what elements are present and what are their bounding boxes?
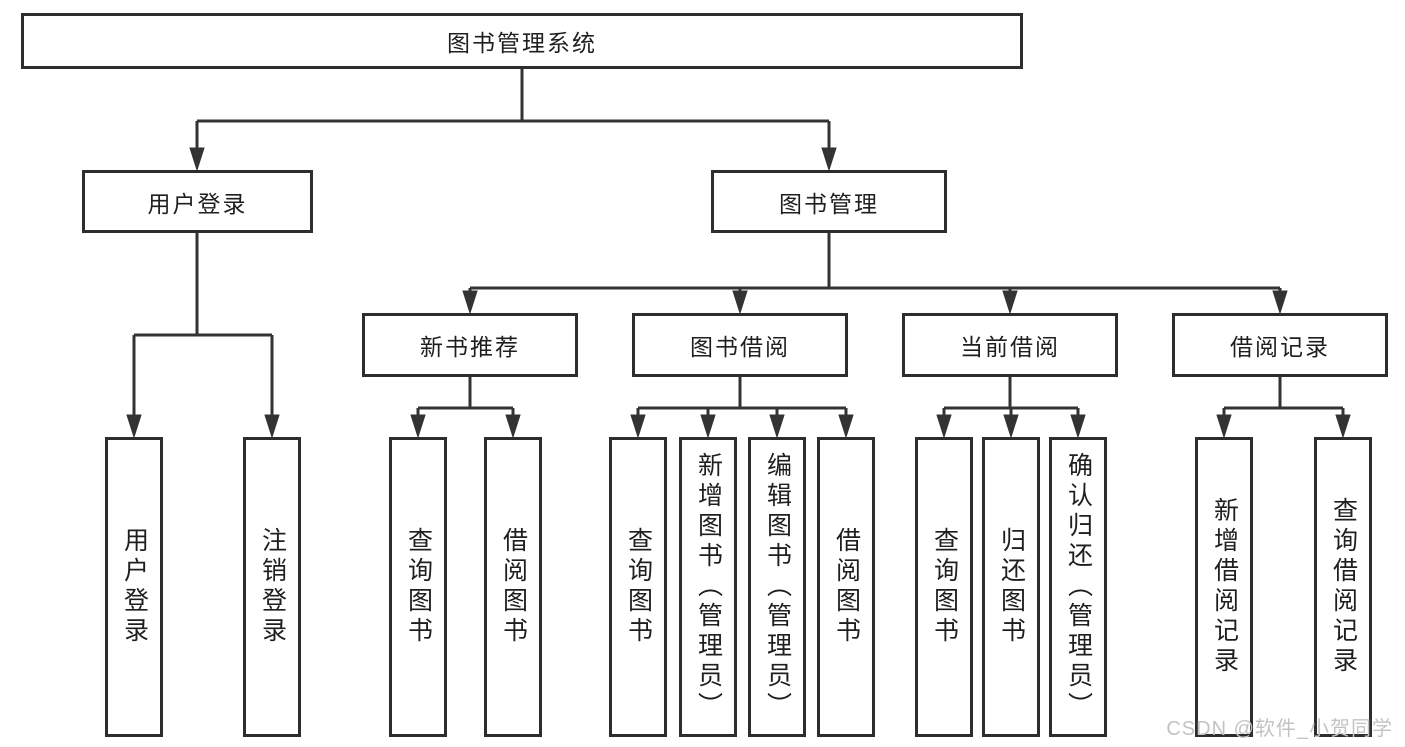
leaf-label: 查询图书 — [404, 527, 433, 647]
leaf-current-query-books: 查询图书 — [915, 437, 973, 737]
arrowhead-down-icon — [1003, 414, 1019, 439]
arrowhead-down-icon — [264, 414, 280, 439]
leaf-label: 归还图书 — [997, 527, 1026, 647]
leaf-label: 查询图书 — [624, 527, 653, 647]
leaf-label: 查询图书 — [930, 527, 959, 647]
connector-root-to-level2 — [189, 69, 837, 172]
arrowhead-down-icon — [838, 414, 854, 439]
connector-records-to-leaves — [1216, 377, 1351, 439]
arrowhead-down-icon — [1272, 290, 1288, 315]
node-label: 新书推荐 — [420, 334, 520, 360]
arrowhead-down-icon — [505, 414, 521, 439]
arrowhead-down-icon — [700, 414, 716, 439]
connector-borrow-to-leaves — [630, 377, 854, 439]
leaf-current-return-books: 归还图书 — [982, 437, 1040, 737]
leaf-label: 新增借阅记录 — [1210, 497, 1239, 677]
connector-newbook-to-leaves — [410, 377, 521, 439]
leaf-label: 查询借阅记录 — [1329, 497, 1358, 677]
node-label: 借阅记录 — [1230, 334, 1330, 360]
node-label: 图书管理系统 — [447, 30, 597, 56]
leaf-newbook-borrow-books: 借阅图书 — [484, 437, 542, 737]
node-user-login: 用户登录 — [82, 170, 313, 233]
leaf-borrow-query-books: 查询图书 — [609, 437, 667, 737]
leaf-records-query-record: 查询借阅记录 — [1314, 437, 1372, 737]
arrowhead-down-icon — [410, 414, 426, 439]
arrowhead-down-icon — [189, 147, 205, 172]
arrowhead-down-icon — [936, 414, 952, 439]
leaf-label: 编辑图书（管理员） — [763, 452, 792, 722]
arrowhead-down-icon — [1002, 290, 1018, 315]
arrowhead-down-icon — [821, 147, 837, 172]
arrowhead-down-icon — [462, 290, 478, 315]
arrowhead-down-icon — [1070, 414, 1086, 439]
leaf-label: 注销登录 — [258, 527, 287, 647]
node-label: 当前借阅 — [960, 334, 1060, 360]
connector-fill-group — [126, 69, 1351, 439]
leaf-label: 确认归还（管理员） — [1064, 452, 1093, 722]
leaf-borrow-add-books-admin: 新增图书（管理员） — [679, 437, 737, 737]
leaf-borrow-edit-books-admin: 编辑图书（管理员） — [748, 437, 806, 737]
leaf-label: 用户登录 — [120, 527, 149, 647]
connector-login-to-leaves — [126, 233, 280, 439]
node-new-book-recommend: 新书推荐 — [362, 313, 578, 377]
arrowhead-down-icon — [769, 414, 785, 439]
arrowhead-down-icon — [630, 414, 646, 439]
leaf-user-login: 用户登录 — [105, 437, 163, 737]
leaf-label: 新增图书（管理员） — [694, 452, 723, 722]
arrowhead-down-icon — [732, 290, 748, 315]
leaf-borrow-borrow-books: 借阅图书 — [817, 437, 875, 737]
node-book-management: 图书管理 — [711, 170, 947, 233]
node-label: 用户登录 — [147, 190, 248, 217]
connector-current-to-leaves — [936, 377, 1086, 439]
node-book-borrow: 图书借阅 — [632, 313, 848, 377]
node-borrow-records: 借阅记录 — [1172, 313, 1388, 377]
arrowhead-down-icon — [1335, 414, 1351, 439]
leaf-records-add-record: 新增借阅记录 — [1195, 437, 1253, 737]
connector-stroke-group — [126, 69, 1351, 439]
node-label: 图书管理 — [779, 190, 879, 217]
leaf-logout-login: 注销登录 — [243, 437, 301, 737]
arrowhead-down-icon — [1216, 414, 1232, 439]
leaf-current-confirm-return-admin: 确认归还（管理员） — [1049, 437, 1107, 737]
arrowhead-down-icon — [126, 414, 142, 439]
node-label: 图书借阅 — [690, 334, 790, 360]
leaf-label: 借阅图书 — [499, 527, 528, 647]
leaf-newbook-query-books: 查询图书 — [389, 437, 447, 737]
leaf-label: 借阅图书 — [832, 527, 861, 647]
connector-mgmt-to-level3 — [462, 233, 1288, 315]
node-library-system: 图书管理系统 — [21, 13, 1023, 69]
node-current-borrow: 当前借阅 — [902, 313, 1118, 377]
